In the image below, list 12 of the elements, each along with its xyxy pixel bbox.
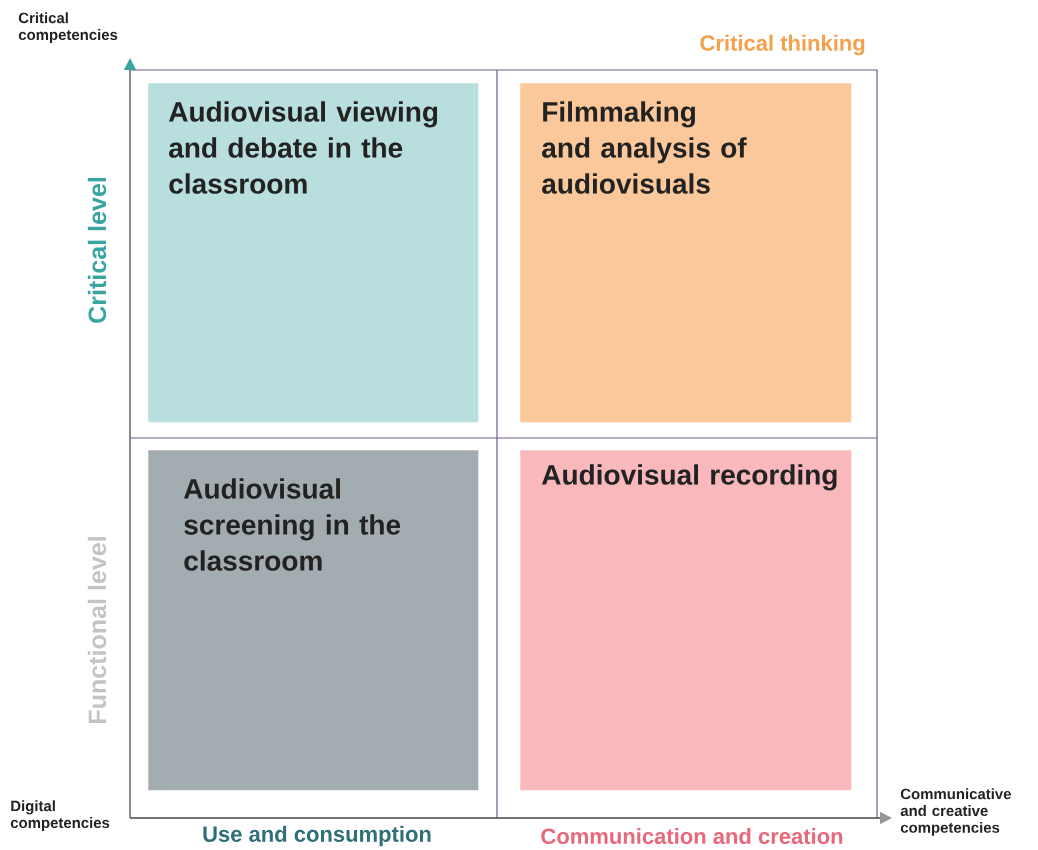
quadrant-box: Audiovisual screening in the classroom — [148, 450, 479, 791]
axis-label: Communicative and creative competencies — [900, 788, 1011, 836]
quadrant-box: Audiovisual viewing and debate in the classroom — [148, 83, 479, 423]
quadrant-heading: Communication and creation — [541, 827, 843, 845]
quadrant-heading: Use and consumption — [203, 825, 431, 847]
quadrant-heading: Critical thinking — [700, 34, 865, 56]
quadrant-box: Audiovisual recording — [520, 450, 852, 791]
axis-heading: Critical level — [87, 177, 107, 323]
quadrant-box: Filmmaking and analysis of audiovisuals — [520, 83, 852, 423]
axis-label: Digital competencies — [10, 800, 110, 831]
axis-heading: Functional level — [87, 537, 107, 724]
axis-label: Critical competencies — [18, 12, 118, 43]
